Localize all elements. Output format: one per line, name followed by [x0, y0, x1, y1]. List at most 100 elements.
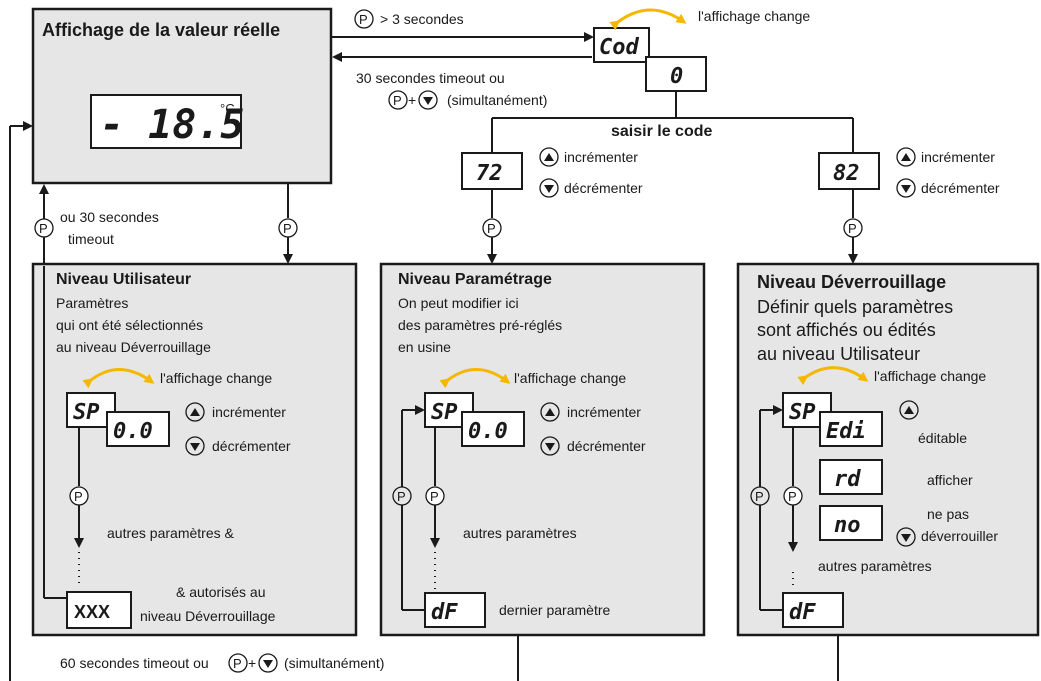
code-82-decrement: décrémenter [921, 180, 1000, 196]
p-key-label: P [393, 93, 402, 108]
unlock-other-params: autres paramètres [818, 558, 932, 574]
timeout-line2: (simultanément) [447, 92, 547, 108]
param-other-params: autres paramètres [463, 525, 577, 541]
param-display-changes: l'affichage change [514, 370, 626, 386]
bottom-simul: (simultanément) [284, 655, 384, 671]
code-82-display [818, 152, 880, 190]
code-value-display [645, 56, 707, 92]
p-key-label: P [788, 489, 797, 504]
unlock-edi-text: Edi [826, 419, 866, 444]
code-72-increment: incrémenter [564, 149, 638, 165]
svg-text:+: + [248, 655, 256, 671]
user-value-text: 0.0 [113, 419, 153, 444]
param-decrement: décrémenter [567, 438, 646, 454]
user-xxx-text: XXX [74, 602, 110, 622]
temperature-unit: °C [220, 101, 235, 116]
user-level-desc3: au niveau Déverrouillage [56, 339, 211, 355]
return-timeout-line1: ou 30 secondes [60, 209, 159, 225]
down-key-icon [896, 178, 916, 198]
up-key-icon [185, 402, 205, 422]
unlock-sp-text: SP [789, 400, 816, 425]
up-key-icon [896, 147, 916, 167]
display-changes-top: l'affichage change [698, 8, 810, 24]
user-value-display [106, 411, 170, 447]
temperature-display [90, 94, 242, 149]
p-key-label: P [397, 489, 406, 504]
actual-value-title: Affichage de la valeur réelle [42, 20, 280, 40]
unlock-rd-text: rd [834, 467, 861, 492]
param-level-desc2: des paramètres pré-réglés [398, 317, 562, 333]
svg-text:+: + [408, 92, 416, 108]
user-increment: incrémenter [212, 404, 286, 420]
param-df-display [424, 592, 486, 628]
user-decrement: décrémenter [212, 438, 291, 454]
unlock-display-changes: l'affichage change [874, 368, 986, 384]
unlock-level-panel [736, 262, 1040, 637]
bottom-timeout-text: 60 secondes timeout ou [60, 655, 209, 671]
param-level-title: Niveau Paramétrage [398, 271, 552, 288]
user-sp-text: SP [73, 400, 100, 425]
p-key-icon [750, 486, 770, 506]
unlock-level-title: Niveau Déverrouillage [757, 272, 946, 292]
p-key-label: P [848, 221, 857, 236]
change-arrow-icon [82, 368, 155, 389]
p-key-label: P [359, 12, 368, 27]
param-level-desc1: On peut modifier ici [398, 295, 519, 311]
p-key-label: P [430, 489, 439, 504]
down-triangle-icon [423, 97, 433, 105]
down-key-icon [539, 178, 559, 198]
change-arrow-icon [439, 368, 511, 389]
param-sp-text: SP [431, 400, 458, 425]
p-key-label: P [487, 221, 496, 236]
unlock-editable: éditable [918, 430, 967, 446]
user-level-desc1: Paramètres [56, 295, 128, 311]
unlock-df-text: dF [789, 600, 816, 625]
down-key-icon [418, 90, 438, 110]
temperature-value: - 18.5 [100, 102, 245, 148]
down-key-icon [896, 527, 916, 547]
param-level-desc3: en usine [398, 339, 451, 355]
user-xxx-display [66, 591, 132, 629]
up-key-icon [539, 147, 559, 167]
unlock-no-text: no [834, 513, 861, 538]
change-arrow-icon [797, 366, 869, 386]
timeout-line1: 30 secondes timeout ou [356, 70, 505, 86]
p-key-label: P [755, 489, 764, 504]
code-value-text: 0 [670, 64, 683, 89]
down-key-icon [258, 653, 278, 673]
unlock-level-desc3: au niveau Utilisateur [757, 344, 920, 364]
code-82-text: 82 [833, 161, 860, 186]
enter-code-label: saisir le code [611, 123, 712, 140]
up-key-icon [899, 400, 919, 420]
p-key-icon [354, 9, 374, 29]
p-key-label: P [39, 221, 48, 236]
param-df-text: dF [431, 600, 458, 625]
param-value-text: 0.0 [468, 419, 508, 444]
code-72-decrement: décrémenter [564, 180, 643, 196]
p-key-icon [228, 653, 248, 673]
p-key-label: P [283, 221, 292, 236]
cod-display [593, 27, 650, 63]
down-key-icon [185, 436, 205, 456]
return-timeout-line2: timeout [68, 231, 114, 247]
user-display-changes: l'affichage change [160, 370, 272, 386]
up-key-icon [540, 402, 560, 422]
unlock-level-desc1: Définir quels paramètres [757, 297, 953, 317]
code-82-increment: incrémenter [921, 149, 995, 165]
cod-display-text: Cod [599, 35, 639, 60]
p-key-icon [388, 90, 408, 110]
unlock-edi-display [819, 411, 883, 447]
down-key-icon [540, 436, 560, 456]
change-arrow-icon [609, 8, 687, 31]
user-other-params: autres paramètres & [107, 525, 234, 541]
unlock-no-unlock1: ne pas [927, 506, 969, 522]
p-key-label: P [74, 489, 83, 504]
param-value-display [461, 411, 525, 447]
user-level-title: Niveau Utilisateur [56, 271, 191, 288]
code-72-text: 72 [476, 161, 503, 186]
user-authorized2: niveau Déverrouillage [140, 608, 276, 624]
unlock-rd-display [819, 459, 883, 495]
unlock-show: afficher [927, 472, 973, 488]
user-authorized1: & autorisés au [176, 584, 266, 600]
